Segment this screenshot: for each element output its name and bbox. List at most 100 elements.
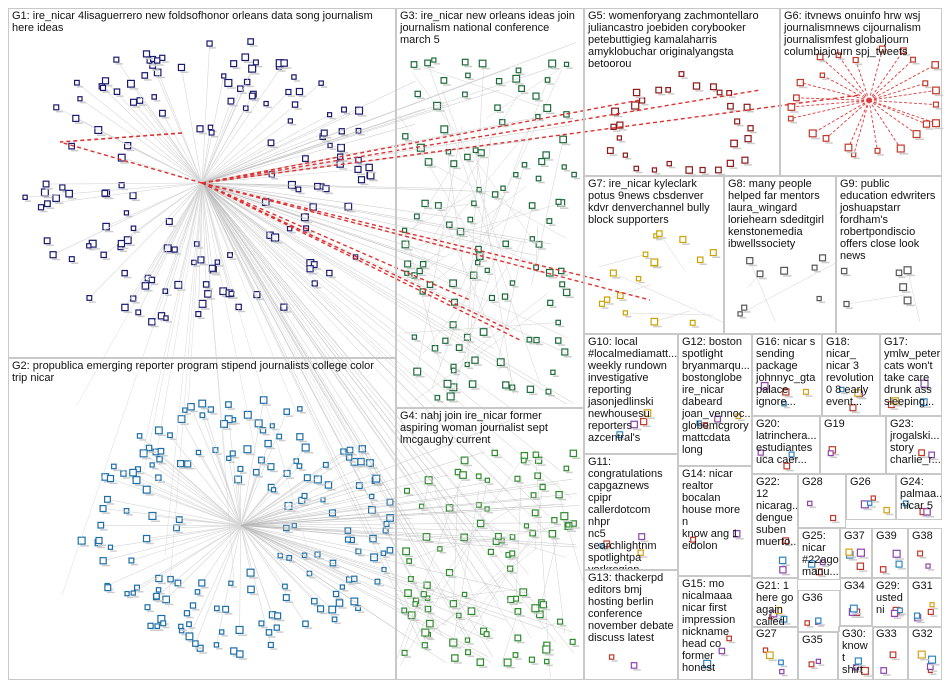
node-shadow (67, 197, 77, 200)
g3-node (468, 380, 477, 388)
g3-node (475, 259, 481, 266)
node-shadow (857, 665, 866, 667)
node-shadow (859, 570, 868, 572)
node-shadow (157, 434, 167, 437)
g3-node (495, 77, 503, 85)
node-shadow (309, 576, 316, 579)
node-shadow (319, 612, 328, 615)
intra-edge (868, 99, 937, 124)
node-shadow (790, 111, 799, 113)
node-shadow (790, 121, 798, 124)
node-shadow (330, 614, 340, 616)
node-shadow (267, 447, 276, 450)
g2-node (149, 462, 155, 468)
g2-node (220, 420, 228, 428)
g4-node (539, 601, 547, 609)
g2-node (106, 474, 115, 483)
node-shadow (636, 171, 643, 174)
node-shadow (609, 154, 618, 156)
g10-node (639, 417, 648, 426)
g2-node (213, 642, 220, 648)
g4-node (543, 658, 550, 665)
intra-edge (407, 263, 569, 339)
g1-node (101, 189, 109, 197)
node-shadow (126, 514, 133, 516)
g1-node (202, 281, 210, 288)
node-shadow (521, 596, 531, 599)
intra-edge (907, 270, 921, 322)
node-shadow (781, 573, 790, 576)
node-shadow (415, 604, 423, 606)
intra-edge (105, 80, 203, 184)
g4-node (459, 471, 467, 479)
node-shadow (126, 149, 135, 152)
intra-edge (240, 449, 351, 526)
g1-node (341, 106, 348, 113)
node-shadow (304, 558, 311, 560)
g1-node (151, 94, 158, 100)
node-shadow (562, 520, 572, 523)
intra-edge (868, 50, 904, 101)
node-shadow (276, 631, 284, 633)
node-shadow (157, 582, 166, 585)
g1-node (148, 276, 156, 284)
intra-edge (178, 182, 203, 285)
node-shadow (818, 664, 825, 666)
g4-node (539, 483, 546, 491)
g3-node (401, 240, 410, 249)
node-shadow (332, 566, 340, 569)
g3-node (513, 172, 519, 178)
inter-edge (201, 182, 490, 283)
node-shadow (151, 520, 160, 522)
intra-edge (107, 499, 241, 526)
node-shadow (475, 153, 482, 155)
node-shadow (149, 64, 156, 66)
g2-node (258, 620, 265, 627)
g30-node (852, 664, 860, 671)
g4-node (422, 532, 431, 541)
node-shadow (273, 492, 280, 495)
node-shadow (901, 291, 911, 293)
node-shadow (268, 636, 276, 638)
inter-edge (240, 525, 506, 621)
node-shadow (192, 609, 200, 611)
node-shadow (537, 464, 546, 466)
node-shadow (551, 538, 560, 540)
node-shadow (534, 516, 543, 519)
group-label-g13: G13: thackerpd editors bmj hosting berli… (588, 572, 674, 644)
node-shadow (515, 177, 522, 180)
node-shadow (188, 627, 196, 629)
inter-edge (201, 182, 308, 549)
g3-node (501, 293, 509, 300)
node-shadow (452, 167, 461, 170)
g17-node (891, 397, 900, 405)
node-shadow (323, 502, 329, 505)
g3-node (515, 67, 522, 74)
g2-node (222, 605, 230, 613)
node-shadow (717, 173, 726, 176)
g27-node (765, 651, 774, 660)
node-shadow (368, 171, 377, 174)
node-shadow (557, 344, 565, 346)
g5-node (610, 123, 617, 131)
inter-edge (201, 108, 425, 184)
node-shadow (633, 428, 642, 431)
g3-node (402, 227, 408, 233)
node-shadow (104, 84, 113, 87)
node-shadow (421, 509, 428, 511)
g2-node (186, 621, 192, 628)
node-shadow (294, 528, 301, 531)
directed-edge (201, 182, 511, 331)
node-shadow (427, 638, 435, 641)
node-shadow (342, 590, 349, 592)
directed-edge (201, 94, 861, 184)
g36-node (804, 620, 811, 626)
group-box-g8: G8: many people helped far mentors laura… (724, 176, 836, 334)
node-shadow (406, 597, 416, 599)
intra-edge (110, 478, 241, 526)
inter-edge (240, 493, 577, 526)
inter-edge (240, 498, 541, 526)
node-shadow (339, 168, 348, 170)
node-shadow (567, 530, 576, 532)
g6-node (792, 94, 800, 102)
